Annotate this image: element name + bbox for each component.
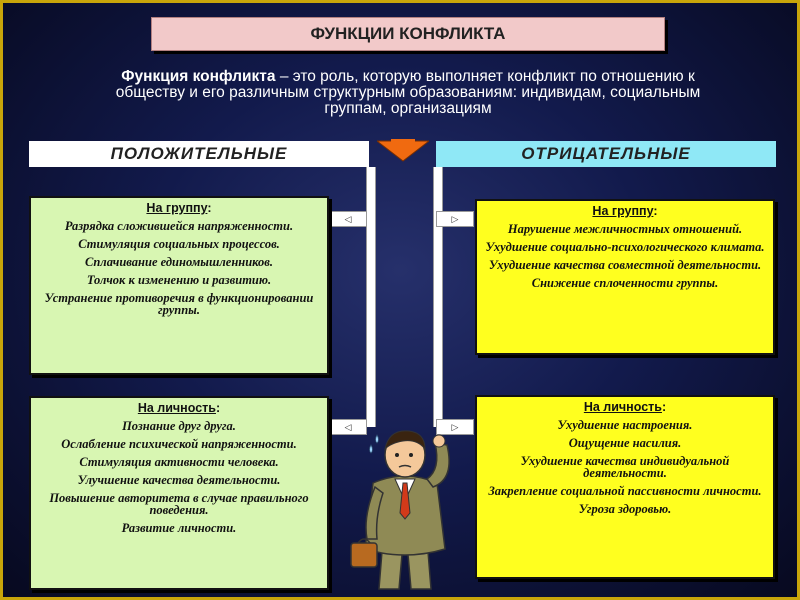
list-item: Стимуляция активности человека. [79, 455, 279, 469]
list-item: Повышение авторитета в случае правильног… [49, 491, 309, 517]
list-item: Ощущение насилия. [568, 436, 682, 450]
list-item: Снижение сплоченности группы. [531, 276, 719, 290]
positive-personal-heading: На личность [137, 401, 216, 415]
list-item: Разрядка сложившейся напряженности. [64, 219, 294, 233]
list-item: Ухудшение качества совместной деятельнос… [488, 258, 762, 272]
right-arrow-icon: ▷ [436, 211, 474, 227]
negative-connector [433, 167, 443, 427]
list-item: Улучшение качества деятельности. [77, 473, 281, 487]
definition-text: – это роль, которую выполняет конфликт п… [115, 68, 701, 117]
list-item: Ослабление психической напряженности. [61, 437, 297, 451]
list-item: Ухудшение настроения. [557, 418, 693, 432]
down-arrow-icon [377, 139, 429, 162]
list-item: Развитие личности. [121, 521, 237, 535]
list-item: Нарушение межличностных отношений. [507, 222, 743, 236]
list-item: Закрепление социальной пассивности лично… [488, 484, 762, 498]
negative-personal-box: На личность: Ухудшение настроения. Ощуще… [475, 395, 775, 579]
list-item: Познание друг друга. [122, 419, 236, 433]
positive-connector [366, 167, 376, 427]
positive-personal-box: На личность: Познание друг друга. Ослабл… [29, 396, 329, 590]
positive-header: ПОЛОЖИТЕЛЬНЫЕ [29, 141, 369, 167]
list-item: Ухудшение качества индивидуальной деятел… [520, 454, 730, 480]
list-item: Угроза здоровью. [578, 502, 672, 516]
negative-group-heading: На группу [592, 204, 654, 218]
positive-group-box: На группу: Разрядка сложившейся напряжен… [29, 196, 329, 375]
right-arrow-icon: ▷ [436, 419, 474, 435]
definition-term: Функция конфликта [121, 68, 276, 85]
list-item: Устранение противоречия в функционирован… [44, 291, 314, 317]
list-item: Стимуляция социальных процессов. [78, 237, 280, 251]
left-arrow-icon: ◁ [329, 419, 367, 435]
page-title: ФУНКЦИИ КОНФЛИКТА [151, 17, 665, 51]
positive-group-heading: На группу [146, 201, 208, 215]
list-item: Толчок к изменению и развитию. [86, 273, 272, 287]
negative-personal-heading: На личность [583, 400, 662, 414]
negative-group-box: На группу: Нарушение межличностных отнош… [475, 199, 775, 355]
left-arrow-icon: ◁ [329, 211, 367, 227]
thinking-man-figure [350, 430, 450, 590]
list-item: Ухудшение социально-психологического кли… [485, 240, 765, 254]
negative-header: ОТРИЦАТЕЛЬНЫЕ [436, 141, 776, 167]
list-item: Сплачивание единомышленников. [85, 255, 273, 269]
definition: Функция конфликта – это роль, которую вы… [93, 69, 723, 117]
